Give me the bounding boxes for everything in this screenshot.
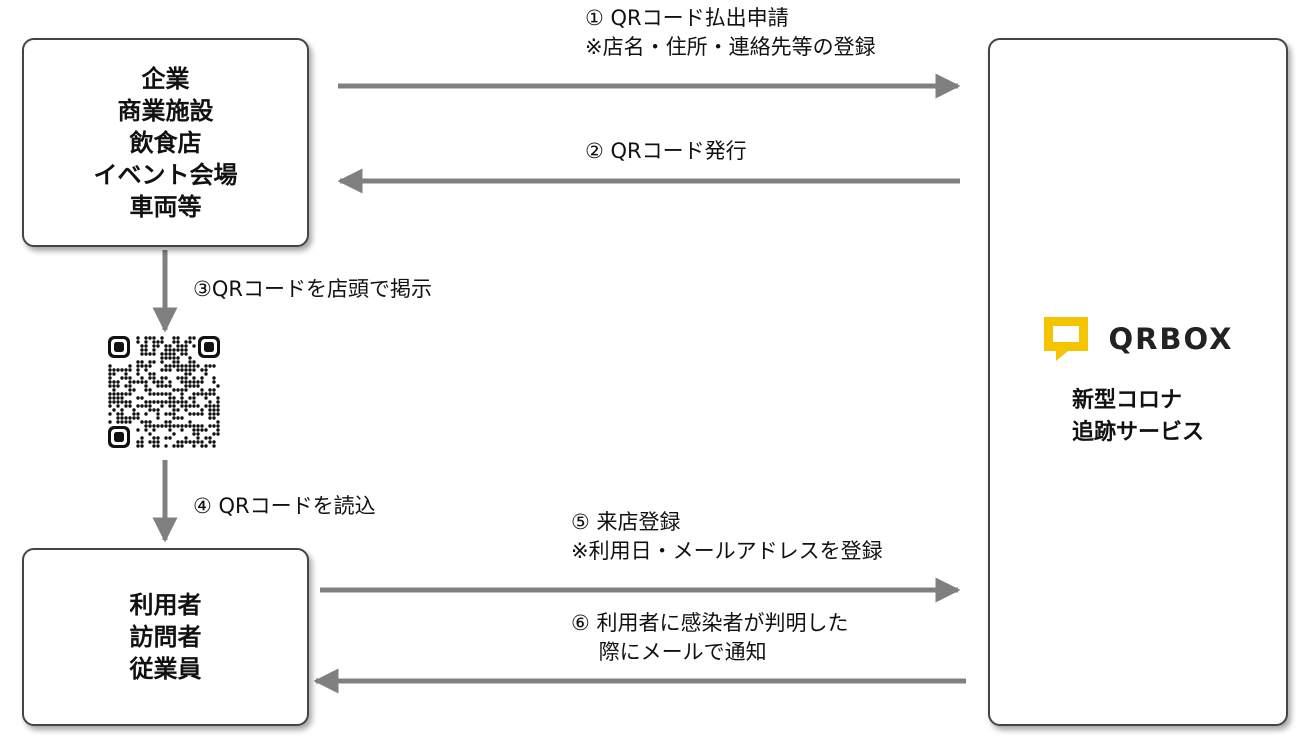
- service-line: 追跡サービス: [1071, 420, 1204, 445]
- business-line: 企業: [141, 64, 190, 93]
- step5-note: ※利用日・メールアドレスを登録: [571, 539, 883, 563]
- business-line: 車両等: [129, 192, 202, 221]
- service-brand: QRBOX: [1042, 315, 1233, 363]
- users-line: 利用者: [129, 591, 202, 619]
- step1-title: ① QRコード払出申請: [585, 6, 789, 30]
- business-line: イベント会場: [93, 160, 238, 189]
- step5-title: ⑤ 来店登録: [571, 510, 681, 534]
- step4-label: ④ QRコードを読込: [193, 492, 376, 521]
- step3-label: ③QRコードを店頭で掲示: [193, 275, 432, 304]
- service-line: 新型コロナ: [1071, 388, 1182, 413]
- step1-label: ① QRコード払出申請 ※店名・住所・連絡先等の登録: [585, 4, 876, 62]
- qr-code-icon: [108, 336, 220, 448]
- step5-label: ⑤ 来店登録 ※利用日・メールアドレスを登録: [571, 508, 883, 566]
- step1-note: ※店名・住所・連絡先等の登録: [585, 35, 876, 59]
- brand-name: QRBOX: [1108, 322, 1234, 356]
- step2-label: ② QRコード発行: [585, 137, 747, 166]
- step6-title: ⑥ 利用者に感染者が判明した: [571, 611, 849, 635]
- step6-note: 際にメールで通知: [571, 640, 767, 664]
- business-line: 商業施設: [117, 96, 214, 125]
- users-line: 訪問者: [129, 623, 202, 651]
- service-box: QRBOX 新型コロナ 追跡サービス: [988, 38, 1288, 726]
- step2-title: ② QRコード発行: [585, 139, 747, 163]
- step3-title: ③QRコードを店頭で掲示: [193, 277, 432, 301]
- step6-label: ⑥ 利用者に感染者が判明した 際にメールで通知: [571, 609, 849, 667]
- users-box: 利用者 訪問者 従業員: [22, 548, 309, 726]
- qrbox-logo-icon: [1044, 317, 1089, 361]
- step4-title: ④ QRコードを読込: [193, 494, 376, 518]
- business-line: 飲食店: [129, 128, 202, 157]
- business-box: 企業 商業施設 飲食店 イベント会場 車両等: [22, 38, 309, 247]
- users-line: 従業員: [129, 655, 202, 683]
